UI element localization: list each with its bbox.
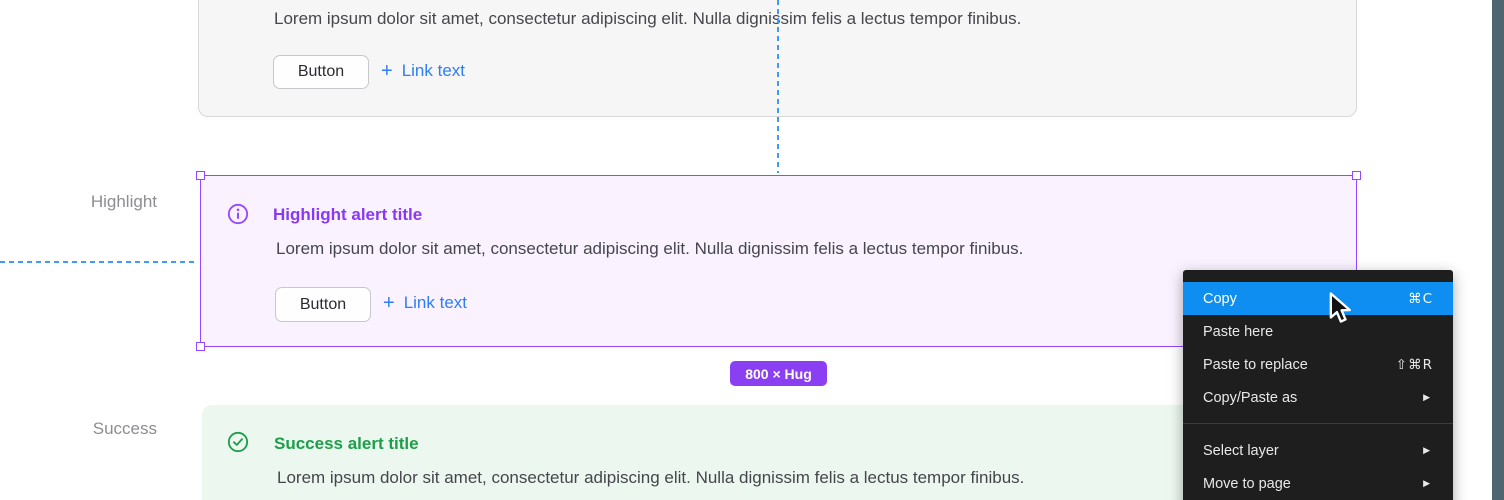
menu-item-paste-here[interactable]: Paste here	[1183, 315, 1453, 348]
alert-body-text: Lorem ipsum dolor sit amet, consectetur …	[276, 239, 1024, 258]
selection-handle-bottom-left[interactable]	[196, 342, 205, 351]
menu-item-label: Paste to replace	[1203, 356, 1308, 373]
alert-body-text: Lorem ipsum dolor sit amet, consectetur …	[277, 468, 1025, 487]
submenu-arrow-icon: ▶	[1423, 392, 1430, 402]
menu-item-label: Move to page	[1203, 475, 1291, 492]
horizontal-distance-guide	[0, 261, 197, 263]
plus-icon: +	[383, 292, 395, 314]
variant-label-highlight: Highlight	[90, 192, 157, 211]
menu-item-move-to-page[interactable]: Move to page ▶	[1183, 467, 1453, 500]
success-alert-card[interactable]: Success alert title Lorem ipsum dolor si…	[202, 405, 1357, 500]
menu-item-label: Select layer	[1203, 442, 1279, 459]
menu-item-label: Paste here	[1203, 323, 1274, 340]
highlight-alert-card[interactable]: Highlight alert title Lorem ipsum dolor …	[201, 176, 1356, 346]
selection-handle-top-right[interactable]	[1352, 171, 1361, 180]
size-badge-text: 800 × Hug	[745, 365, 812, 382]
alert-link-label: Link text	[401, 61, 465, 80]
menu-separator	[1183, 414, 1453, 434]
alert-link[interactable]: + Link text	[383, 293, 467, 313]
success-alert-title: Success alert title	[274, 434, 419, 453]
alert-button-label: Button	[299, 295, 347, 313]
alert-button[interactable]: Button	[273, 55, 369, 89]
alert-link-label: Link text	[403, 293, 467, 312]
shortcut-paste-to-replace: ⇧⌘R	[1395, 356, 1433, 373]
highlight-alert-title: Highlight alert title	[273, 205, 423, 224]
alert-link[interactable]: + Link text	[381, 61, 465, 81]
variant-label-success: Success	[92, 419, 157, 438]
menu-item-select-layer[interactable]: Select layer ▶	[1183, 434, 1453, 467]
menu-item-paste-to-replace[interactable]: Paste to replace ⇧⌘R	[1183, 348, 1453, 381]
submenu-arrow-icon: ▶	[1423, 445, 1430, 455]
alert-body-text: Lorem ipsum dolor sit amet, consectetur …	[274, 9, 1022, 28]
right-panel-edge	[1492, 0, 1504, 500]
selection-handle-top-left[interactable]	[196, 171, 205, 180]
submenu-arrow-icon: ▶	[1423, 478, 1430, 488]
menu-item-copy-paste-as[interactable]: Copy/Paste as ▶	[1183, 381, 1453, 414]
info-icon	[227, 203, 249, 225]
plus-icon: +	[381, 60, 393, 82]
alert-button[interactable]: Button	[275, 287, 371, 322]
vertical-distance-guide	[777, 0, 779, 173]
alert-button-label: Button	[297, 63, 345, 80]
shortcut-copy: ⌘C	[1408, 290, 1433, 307]
check-circle-icon	[227, 431, 249, 453]
menu-item-label: Copy/Paste as	[1203, 389, 1298, 406]
menu-item-label: Copy	[1203, 290, 1237, 307]
context-menu: Copy ⌘C Paste here Paste to replace ⇧⌘R …	[1183, 270, 1453, 500]
size-badge: 800 × Hug	[730, 361, 827, 386]
menu-item-copy[interactable]: Copy ⌘C	[1183, 282, 1453, 315]
